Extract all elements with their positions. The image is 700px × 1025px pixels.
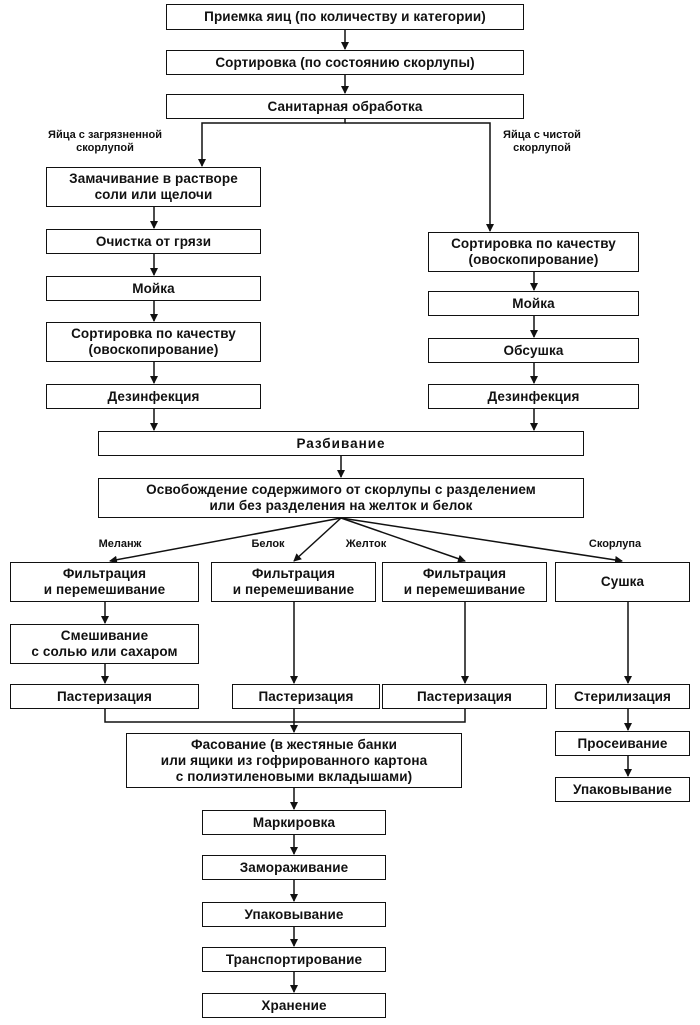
node-filter-melange: Фильтрация и перемешивание [10, 562, 199, 602]
node-shell-sorting: Сортировка (по состоянию скорлупы) [166, 50, 524, 75]
node-mixing: Смешивание с солью или сахаром [10, 624, 199, 664]
node-shell-separation: Освобождение содержимого от скорлупы с р… [98, 478, 584, 518]
connector-arrow [198, 119, 346, 167]
node-sanitary-treatment: Санитарная обработка [166, 94, 524, 119]
connector-arrow [109, 517, 342, 564]
node-sterilization: Стерилизация [555, 684, 690, 709]
connector-arrow [104, 709, 294, 723]
node-filter-white: Фильтрация и перемешивание [211, 562, 376, 602]
node-candling-right: Сортировка по качеству (овоскопирование) [428, 232, 639, 272]
label-shell: Скорлупа [588, 538, 642, 550]
node-washing-right: Мойка [428, 291, 639, 316]
connector-arrow [340, 517, 466, 563]
node-disinfection-left: Дезинфекция [46, 384, 261, 409]
node-sifting: Просеивание [555, 731, 690, 756]
node-filter-yolk: Фильтрация и перемешивание [382, 562, 547, 602]
node-pasteurization-yolk: Пастеризация [382, 684, 547, 709]
connector-arrow [294, 709, 466, 723]
node-pasteurization-melange: Пастеризация [10, 684, 199, 709]
node-pasteurization-white: Пастеризация [232, 684, 380, 709]
node-candling-left: Сортировка по качеству (овоскопирование) [46, 322, 261, 362]
label-egg-white: Белок [251, 538, 285, 550]
node-dirt-cleaning: Очистка от грязи [46, 229, 261, 254]
node-soaking: Замачивание в растворе соли или щелочи [46, 167, 261, 207]
label-dirty-eggs: Яйца с загрязненной скорлупой [48, 129, 162, 154]
node-washing-left: Мойка [46, 276, 261, 301]
node-shell-packaging: Упаковывание [555, 777, 690, 802]
label-clean-eggs: Яйца с чистой скорлупой [503, 129, 581, 154]
node-transportation: Транспортирование [202, 947, 386, 972]
label-melange: Меланж [98, 538, 142, 550]
node-disinfection-right: Дезинфекция [428, 384, 639, 409]
node-labeling: Маркировка [202, 810, 386, 835]
connector-arrow [340, 517, 623, 564]
node-storage: Хранение [202, 993, 386, 1018]
node-packing: Фасование (в жестяные банки или ящики из… [126, 733, 462, 788]
node-freezing: Замораживание [202, 855, 386, 880]
node-shell-drying: Сушка [555, 562, 690, 602]
node-packaging: Упаковывание [202, 902, 386, 927]
connector-arrow [345, 122, 494, 232]
label-yolk: Желток [345, 538, 387, 550]
node-breaking: Разбивание [98, 431, 584, 456]
connector-arrow [293, 517, 342, 562]
node-drying: Обсушка [428, 338, 639, 363]
node-egg-reception: Приемка яиц (по количеству и категории) [166, 4, 524, 30]
